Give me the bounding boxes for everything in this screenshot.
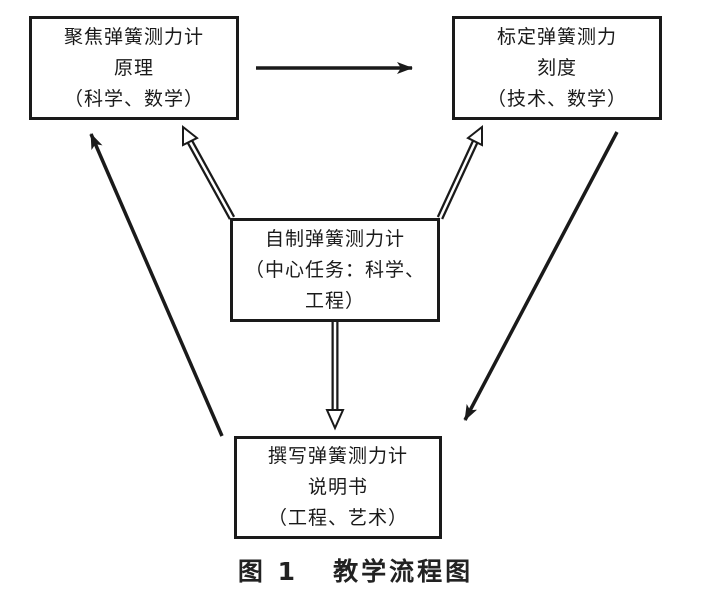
figure-caption: 图 1 教学流程图 xyxy=(0,552,711,588)
node-calibrate-line-3: （技术、数学） xyxy=(486,87,627,110)
double-arrow-make-to-principle xyxy=(182,124,236,220)
arrow-write-to-principle xyxy=(89,133,224,437)
node-write-line-3: （工程、艺术） xyxy=(267,507,408,529)
node-write-line-1: 撰写弹簧测力计 xyxy=(267,445,408,467)
node-make-line-2: （中心任务：科学、 xyxy=(244,258,425,281)
node-calibrate-line-1: 标定弹簧测力 xyxy=(496,25,617,48)
node-calibrate-line-2: 刻度 xyxy=(536,56,577,79)
node-make-spring-scale: 自制弹簧测力计 （中心任务：科学、 工程） xyxy=(230,218,440,322)
figure-number: 图 1 xyxy=(237,557,298,586)
node-write-manual: 撰写弹簧测力计 说明书 （工程、艺术） xyxy=(234,436,442,539)
double-arrow-make-to-calibrate xyxy=(436,124,483,220)
node-make-line-3: 工程） xyxy=(304,289,365,312)
node-principle-line-2: 原理 xyxy=(113,56,154,79)
figure-title: 教学流程图 xyxy=(333,557,474,586)
arrow-calibrate-to-write xyxy=(463,131,619,421)
node-spring-scale-principle: 聚焦弹簧测力计 原理 （科学、数学） xyxy=(29,16,239,120)
node-calibrate-scale: 标定弹簧测力 刻度 （技术、数学） xyxy=(452,16,662,120)
node-write-line-2: 说明书 xyxy=(307,476,368,498)
node-principle-line-1: 聚焦弹簧测力计 xyxy=(63,25,204,48)
node-principle-line-3: （科学、数学） xyxy=(63,87,204,110)
node-make-line-1: 自制弹簧测力计 xyxy=(264,227,405,250)
double-arrow-make-to-write xyxy=(325,322,345,431)
